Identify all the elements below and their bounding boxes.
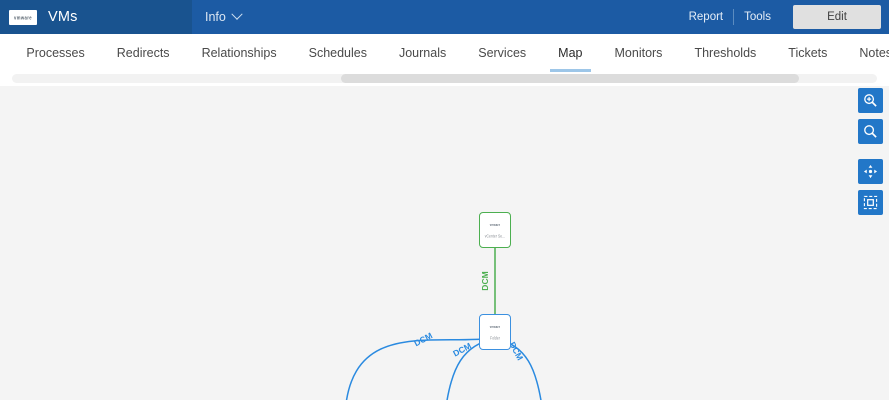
tab-label: Thresholds bbox=[694, 46, 757, 60]
vmware-logo-icon: vmware bbox=[9, 9, 37, 25]
tab-notes[interactable]: Notes bbox=[843, 34, 889, 72]
report-link[interactable]: Report bbox=[688, 11, 724, 23]
tab-label: Monitors bbox=[614, 46, 663, 60]
tab-schedules[interactable]: Schedules bbox=[293, 34, 383, 72]
tab-label: Schedules bbox=[308, 46, 367, 60]
tab-label: Redirects bbox=[116, 46, 170, 60]
tools-link[interactable]: Tools bbox=[744, 11, 771, 23]
map-toolbar bbox=[858, 88, 883, 215]
vmware-logo-text: vmware bbox=[489, 222, 501, 228]
scrollbar-thumb[interactable] bbox=[340, 74, 800, 83]
vmware-logo-text: vmware bbox=[489, 324, 501, 330]
edge-label: DCM bbox=[480, 271, 490, 290]
divider bbox=[733, 9, 735, 25]
horizontal-scrollbar[interactable] bbox=[0, 72, 889, 86]
edit-button[interactable]: Edit bbox=[793, 5, 881, 29]
map-node-label: vCenter Se... bbox=[484, 232, 506, 239]
map-node-label: Folder bbox=[490, 334, 500, 341]
chevron-down-icon bbox=[231, 8, 243, 20]
zoom-in-icon[interactable] bbox=[858, 88, 883, 113]
info-dropdown-label: Info bbox=[205, 10, 226, 24]
vmware-logo-icon: vmware bbox=[485, 222, 505, 228]
tab-journals[interactable]: Journals bbox=[383, 34, 462, 72]
top-bar-actions: Report Tools Edit bbox=[679, 0, 889, 34]
fit-to-screen-icon[interactable] bbox=[858, 190, 883, 215]
nav-tabs-bar: tions Processes Redirects Relationships Sche… bbox=[0, 34, 889, 72]
zoom-out-icon[interactable] bbox=[858, 119, 883, 144]
tab-label: Relationships bbox=[201, 46, 277, 60]
page-title: VMs bbox=[48, 9, 78, 25]
top-bar: vmware VMs Info Report Tools Edit bbox=[0, 0, 889, 34]
tab-label: Tickets bbox=[788, 46, 828, 60]
tab-label: Services bbox=[478, 46, 527, 60]
nav-tabs: tions Processes Redirects Relationships Sche… bbox=[0, 34, 889, 72]
tab-processes[interactable]: Processes bbox=[10, 34, 100, 72]
tab-services[interactable]: Services bbox=[462, 34, 542, 72]
vmware-logo-text: vmware bbox=[14, 13, 32, 21]
map-node-vcenter[interactable]: vmware vCenter Se... bbox=[479, 212, 511, 248]
tab-relationships[interactable]: Relationships bbox=[186, 34, 293, 72]
edge-label: DCM bbox=[412, 330, 434, 348]
tab-label: Map bbox=[558, 46, 583, 60]
pan-icon[interactable] bbox=[858, 159, 883, 184]
tab-label: Notes bbox=[859, 46, 889, 60]
tab-tickets[interactable]: Tickets bbox=[772, 34, 843, 72]
tab-thresholds[interactable]: Thresholds bbox=[678, 34, 772, 72]
scrollbar-track[interactable] bbox=[12, 74, 877, 83]
info-dropdown[interactable]: Info bbox=[205, 8, 243, 24]
tab-monitors[interactable]: Monitors bbox=[599, 34, 679, 72]
tab-label: Processes bbox=[26, 46, 85, 60]
brand-area: vmware VMs bbox=[0, 0, 192, 34]
tab-tions[interactable]: tions bbox=[0, 34, 10, 72]
tab-label: Journals bbox=[398, 46, 447, 60]
tab-map[interactable]: Map bbox=[542, 34, 598, 72]
tab-redirects[interactable]: Redirects bbox=[101, 34, 186, 72]
edge-label: DCM bbox=[451, 341, 473, 359]
vmware-logo-icon: vmware bbox=[485, 324, 505, 330]
info-menu-area: Info bbox=[192, 0, 679, 34]
